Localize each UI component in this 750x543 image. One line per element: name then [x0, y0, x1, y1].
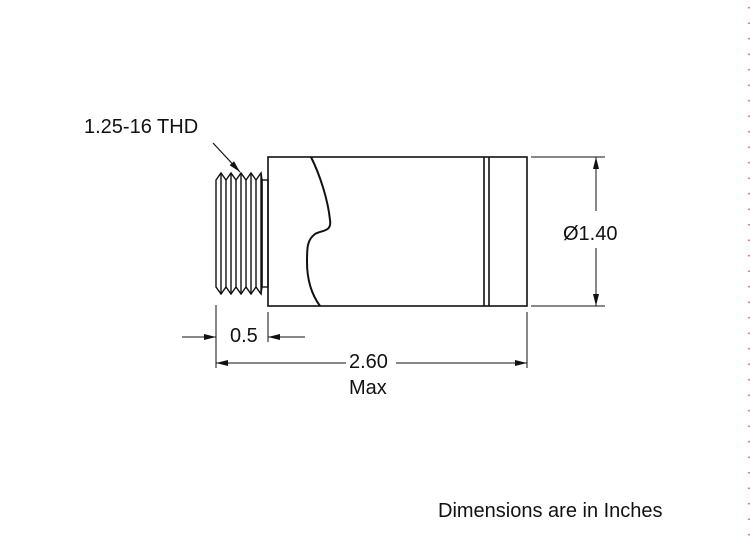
diameter-label: Ø1.40	[563, 223, 618, 245]
overall-length-qualifier: Max	[349, 377, 387, 399]
thread-callout-label: 1.25-16 THD	[84, 116, 199, 138]
thread-section	[215, 171, 269, 296]
diameter-dimension	[531, 156, 605, 307]
thread-length-label: 0.5	[230, 325, 258, 347]
cylinder-body	[267, 156, 528, 307]
thread-length-dimension	[182, 305, 305, 368]
units-note: Dimensions are in Inches	[438, 500, 663, 522]
edge-marker-dots	[748, 0, 750, 543]
overall-length-dimension	[216, 312, 528, 368]
thread-leader	[212, 142, 241, 173]
cutaway-profile	[305, 156, 332, 307]
overall-length-label: 2.60	[349, 351, 388, 373]
